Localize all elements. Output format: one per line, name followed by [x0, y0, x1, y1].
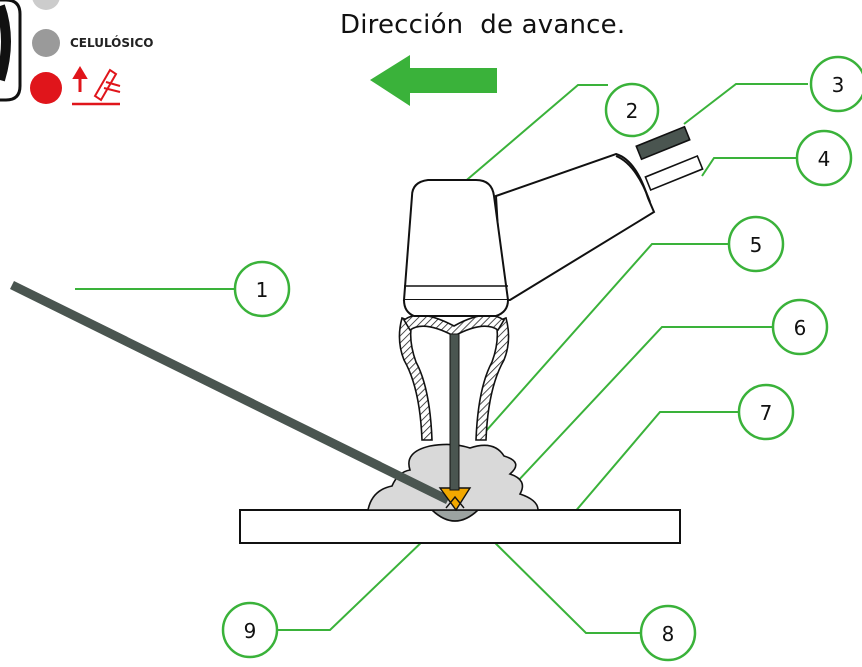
direction-arrow-icon — [370, 55, 497, 106]
callout-circles — [221, 55, 862, 662]
gray-circle-top — [32, 0, 60, 10]
callout-4 — [795, 129, 853, 187]
welding-symbol-icon — [72, 66, 121, 106]
callout-5 — [727, 215, 785, 273]
callout-1-number: 1 — [256, 278, 269, 302]
direction-title: Dirección de avance. — [340, 10, 626, 40]
tungsten-electrode — [449, 333, 460, 491]
callout-leaders — [75, 83, 808, 634]
cable-4 — [644, 154, 704, 192]
torch-body — [494, 125, 704, 301]
process-label: CELULÓSICO — [70, 36, 154, 50]
callout-9-number: 9 — [244, 619, 257, 643]
callout-2 — [604, 82, 660, 138]
callout-7 — [737, 383, 795, 441]
callout-6 — [771, 298, 829, 356]
callout-6-number: 6 — [794, 316, 807, 340]
callout-3 — [809, 55, 862, 113]
callout-1 — [233, 260, 291, 318]
callout-5-number: 5 — [750, 233, 763, 257]
callout-7-number: 7 — [760, 401, 773, 425]
callout-3-number: 3 — [832, 73, 845, 97]
cable-3 — [635, 125, 691, 161]
callout-8 — [639, 604, 697, 662]
filler-rod — [10, 280, 450, 505]
gray-circle — [32, 29, 60, 57]
process-badge — [0, 0, 121, 106]
callout-2-number: 2 — [626, 99, 639, 123]
callout-4-number: 4 — [818, 147, 831, 171]
torch-head — [402, 179, 510, 301]
red-circle — [30, 72, 62, 104]
ceramic-nozzle — [398, 314, 510, 441]
callout-9 — [221, 601, 279, 659]
callout-8-number: 8 — [662, 622, 675, 646]
